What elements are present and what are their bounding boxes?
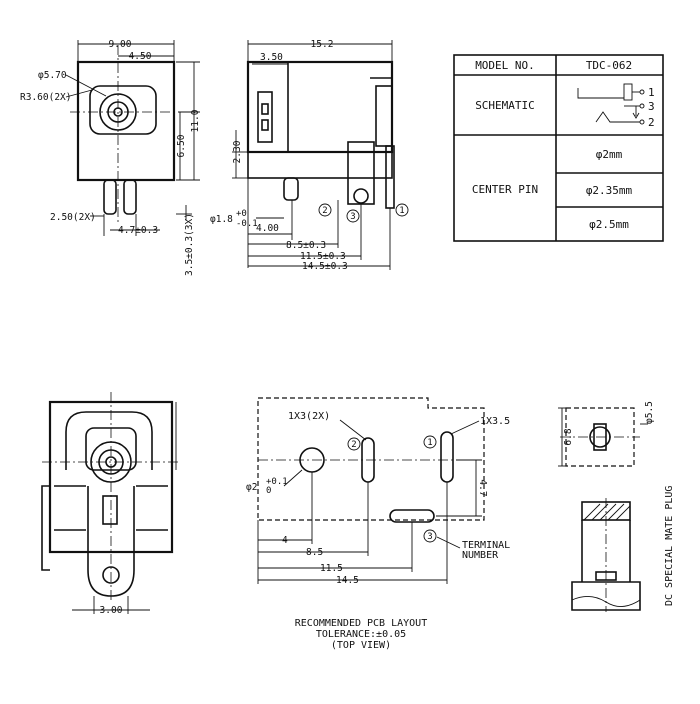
dim-pin-length: 3.5±0.3(3X): [184, 213, 195, 276]
bottom-side-pin: [41, 485, 50, 571]
front-pin: [103, 179, 117, 215]
dim-pin-tol-lower: -0.1: [236, 219, 258, 229]
pcb-dim-14-5: 14.5: [336, 575, 359, 586]
dim-pin-to-top: 6.50: [176, 134, 187, 157]
leader: [339, 419, 367, 441]
dim-radius: R3.60(2X): [20, 92, 71, 103]
terminal-label: 3: [427, 532, 432, 542]
pcb-dim-4: 4: [282, 535, 288, 546]
terminal-label: 2: [351, 440, 356, 450]
terminal-hole: [353, 188, 369, 204]
center-pin-label: CENTER PIN: [472, 183, 538, 196]
pcb-footprint-outline: [257, 397, 485, 521]
dim-pin-width: 2.50(2X): [50, 212, 96, 223]
plug-break-line: [571, 596, 641, 607]
side-base: [247, 151, 393, 179]
side-body-outline: [246, 60, 394, 154]
dim-height: 11.0: [190, 109, 201, 132]
leader: [65, 74, 107, 97]
side-rear-block: [375, 85, 393, 147]
pcb-layout: 2 1 3 1X3(2X) 1X3.5 TERMINAL NUMBER φ2 +…: [246, 397, 510, 651]
pcb-slot-1: [440, 431, 454, 483]
pcb-title: RECOMMENDED PCB LAYOUT: [295, 618, 427, 629]
dim-pin-tol-upper: +0: [236, 209, 247, 219]
front-view: 9.00 4.50 φ5.70 R3.60(2X) 6.50 11.0 2.50…: [20, 39, 201, 276]
plug-dim: 6.8: [563, 428, 574, 445]
side-detail: [261, 103, 269, 115]
pcb-view-label: (TOP VIEW): [331, 640, 391, 651]
terminal-number-label-2: NUMBER: [462, 550, 499, 561]
hatch: [583, 503, 631, 521]
front-body-outline: [76, 60, 176, 182]
plug-contact: [595, 571, 617, 581]
terminal-callout: [423, 435, 437, 449]
dim-14-5: 14.5±0.3: [302, 261, 348, 272]
dim-4: 4.00: [256, 223, 279, 234]
mate-plug: 6.8 φ5.5 DC SPECIAL MATE PLUG: [558, 401, 675, 612]
terminal-label: 3: [350, 212, 355, 222]
front-jack-face: [89, 85, 157, 135]
leader: [450, 420, 480, 435]
dim-pin-pitch: 4.7±0.3: [118, 225, 158, 236]
schematic-label: SCHEMATIC: [475, 99, 535, 112]
pcb-dim-8-5: 8.5: [306, 547, 323, 558]
slot-23-label: 1X3(2X): [288, 411, 330, 422]
center-pin-option: φ2mm: [596, 148, 623, 161]
bottom-terminal-tab: [87, 486, 135, 597]
pcb-hole-tol-lower: 0: [266, 486, 271, 496]
terminal-callout: [423, 529, 437, 543]
model-no-label: MODEL NO.: [475, 59, 535, 72]
leader: [283, 469, 303, 487]
terminal-label: 1: [427, 438, 432, 448]
spec-table: MODEL NO. TDC-062 SCHEMATIC CENTER PIN φ…: [453, 54, 664, 242]
slot-1-label: 1X3.5: [480, 416, 510, 427]
plug-grip: [571, 581, 641, 611]
terminal-label: 1: [399, 206, 404, 216]
jack-schematic-symbol: 1 3 2: [577, 83, 655, 129]
pcb-hole-dia: φ2: [246, 482, 257, 493]
terminal-callout: [318, 203, 332, 217]
center-pin-option: φ2.35mm: [586, 184, 633, 197]
terminal-label: 2: [322, 206, 327, 216]
bottom-view: 3.00: [41, 392, 180, 616]
dim-hole-dia: φ5.70: [38, 70, 67, 81]
terminal-number-label-1: TERMINAL: [462, 540, 510, 551]
plug-dia: φ5.5: [644, 401, 655, 424]
schematic-pin-label: 1: [648, 86, 655, 99]
side-detail: [261, 119, 269, 131]
schematic-pin-label: 3: [648, 100, 655, 113]
center-pin-option: φ2.5mm: [589, 218, 629, 231]
bottom-slot: [102, 495, 118, 525]
side-view: 15.2 3.50 2.30 φ1.8 +0 -0.1 4.00 8.5±0.3…: [210, 39, 409, 272]
side-pin: [283, 177, 299, 201]
dim-length: 15.2: [311, 39, 334, 50]
dim-front-offset: 3.50: [260, 52, 283, 63]
front-pin: [123, 179, 137, 215]
dim-11-5: 11.5±0.3: [300, 251, 346, 262]
dim-half-width: 4.50: [129, 51, 152, 62]
pcb-dim-11-5: 11.5: [320, 563, 343, 574]
side-front-lip: [257, 91, 273, 143]
bottom-shell-arc: [65, 411, 153, 470]
schematic-pin-label: 2: [648, 116, 655, 129]
dim-bottom-width: 3.00: [100, 605, 123, 616]
dim-height-offset: 2.30: [232, 140, 243, 163]
terminal-callout: [347, 437, 361, 451]
leader: [65, 89, 93, 98]
dim-8-5: 8.5±0.3: [286, 240, 326, 251]
leader: [436, 536, 461, 549]
table-frame: [453, 54, 664, 242]
bottom-terminal-hole: [102, 566, 120, 584]
pcb-hole-tol-upper: +0.1: [266, 477, 288, 487]
dim-width: 9.00: [109, 39, 132, 50]
model-no-value: TDC-062: [586, 59, 632, 72]
pcb-tolerance: TOLERANCE:±0.05: [316, 629, 406, 640]
terminal-callout: [346, 209, 360, 223]
plug-label: DC SPECIAL MATE PLUG: [664, 486, 675, 606]
dim-4-7: 4.7: [477, 479, 488, 496]
dim-pin-dia: φ1.8: [210, 214, 233, 225]
terminal-callout: [395, 203, 409, 217]
